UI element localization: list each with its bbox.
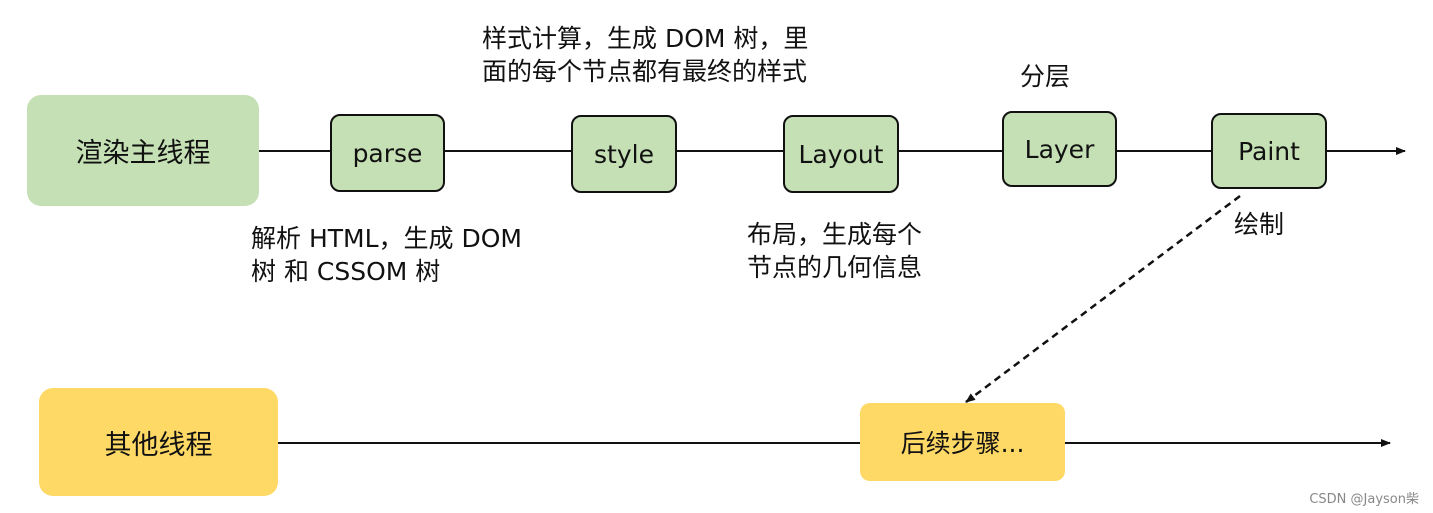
step-layer: Layer [1002,111,1117,187]
watermark: CSDN @Jayson柴 [1309,492,1419,507]
next-steps-box: 后续步骤... [860,403,1065,481]
step-style: style [571,115,677,193]
parse-note-line-1: 解析 HTML，生成 DOM [251,224,522,253]
step-layout: Layout [783,115,899,193]
layout-note-line-1: 布局，生成每个 [747,220,923,249]
style-note-line-1: 样式计算，生成 DOM 树，里 [482,24,809,53]
step-parse: parse [330,114,445,192]
other-thread-lane: 其他线程 [39,388,278,496]
style-note: 样式计算，生成 DOM 树，里 面的每个节点都有最终的样式 [482,22,808,88]
paint-note: 绘制 [1234,210,1285,239]
layout-note-line-2: 节点的几何信息 [747,253,923,282]
layer-note: 分层 [1020,62,1071,91]
layout-note: 布局，生成每个 节点的几何信息 [747,218,922,284]
main-thread-lane: 渲染主线程 [27,95,259,206]
style-note-line-2: 面的每个节点都有最终的样式 [482,57,808,86]
step-paint: Paint [1211,113,1327,189]
parse-note-line-2: 树 和 CSSOM 树 [251,257,441,286]
paint-handoff-arrow [965,195,1241,403]
parse-note: 解析 HTML，生成 DOM 树 和 CSSOM 树 [251,222,522,288]
